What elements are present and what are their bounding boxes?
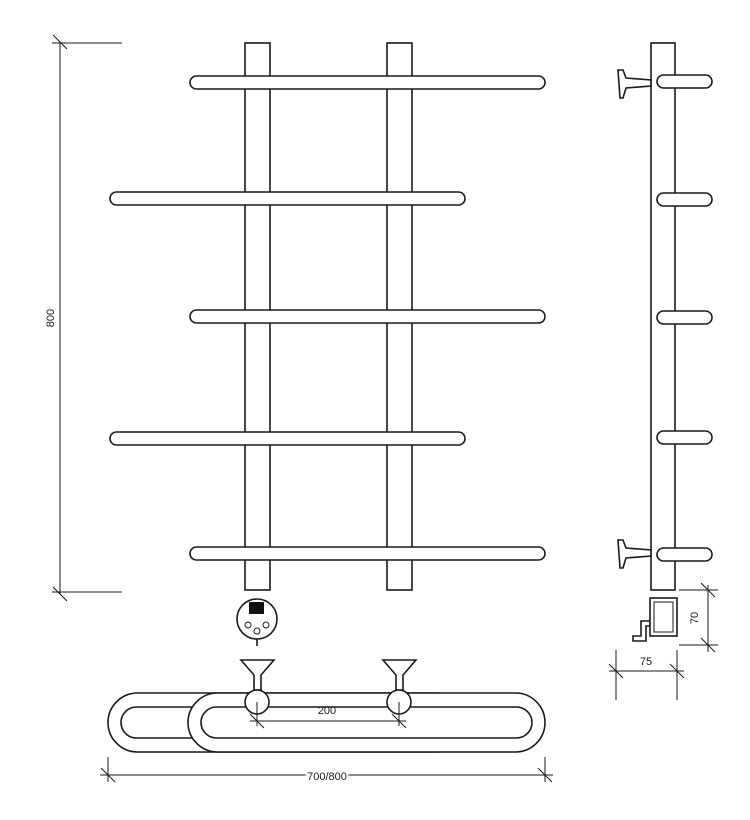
front-bar-1 — [189, 75, 546, 90]
top-loop-front-inner — [200, 706, 533, 739]
thermostat-button-left — [244, 621, 252, 629]
thermostat-display — [249, 602, 264, 614]
side-hook-4 — [656, 430, 713, 445]
dimension-box-height-label: 70 — [689, 612, 701, 624]
front-bar-4 — [109, 431, 466, 446]
front-bar-5 — [189, 546, 546, 561]
dimension-width: 700/800 — [100, 757, 553, 785]
side-view — [617, 42, 713, 642]
side-hook-5 — [656, 547, 713, 562]
dimension-width-label: 700/800 — [307, 771, 347, 783]
dimension-height-label: 800 — [45, 309, 57, 327]
front-bar-2 — [109, 191, 466, 206]
dimension-depth: 75 — [608, 650, 685, 700]
front-view — [109, 42, 546, 646]
side-wall-mount-top — [617, 69, 652, 99]
thermostat-control — [236, 598, 278, 646]
side-hook-1 — [656, 74, 713, 89]
dimension-pipe-spacing-label: 200 — [318, 705, 336, 717]
dimension-depth-label: 75 — [640, 656, 652, 668]
side-heater-box — [632, 597, 678, 642]
thermostat-button-right — [262, 621, 270, 629]
top-loop-front-outer — [187, 692, 546, 753]
side-hook-2 — [656, 192, 713, 207]
dimension-box-height: 70 — [679, 582, 718, 653]
top-view: 200 — [107, 659, 546, 753]
side-hook-3 — [656, 310, 713, 325]
dimension-height: 800 — [45, 34, 122, 602]
dimension-pipe-spacing: 200 — [249, 702, 407, 729]
thermostat-button-center — [253, 627, 261, 635]
side-wall-mount-bottom — [617, 539, 652, 569]
front-bar-3 — [189, 309, 546, 324]
